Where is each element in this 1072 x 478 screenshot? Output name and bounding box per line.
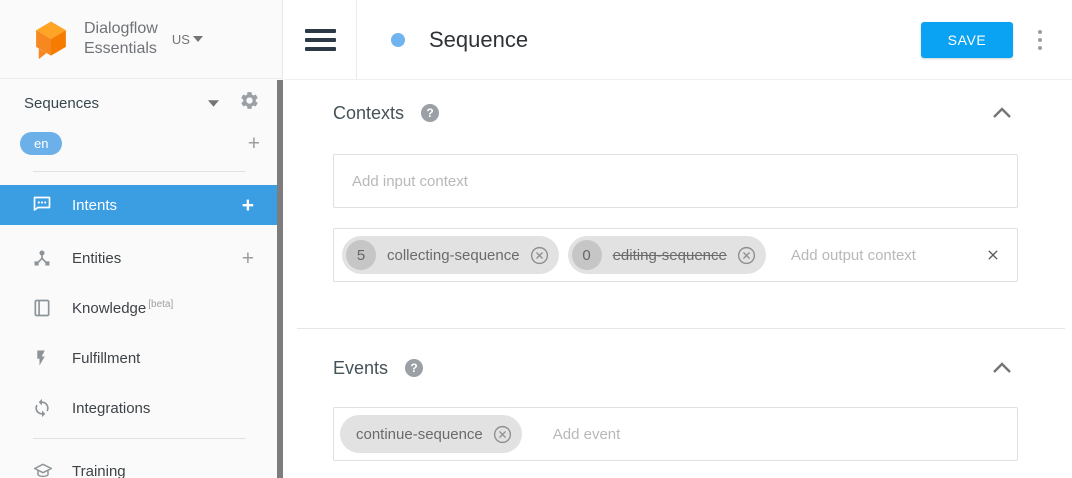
output-context-chip[interactable]: 5 collecting-sequence [342,236,559,274]
event-chip[interactable]: continue-sequence [340,415,522,453]
sidebar-item-integrations[interactable]: Integrations [0,388,282,428]
collapse-chevron-up-icon[interactable] [992,362,1012,374]
sidebar-item-label: Knowledge[beta] [72,299,174,317]
sidebar-item-label: Integrations [72,399,151,417]
language-row: en + [0,125,282,161]
brand-name: Dialogflow Essentials [84,20,158,57]
help-icon[interactable]: ? [405,359,424,377]
beta-badge: [beta] [148,299,174,310]
sidebar-item-training[interactable]: Training [0,451,282,478]
sidebar-item-fulfillment[interactable]: Fulfillment [0,338,282,378]
add-output-context-input[interactable] [790,246,977,264]
save-button[interactable]: SAVE [921,21,1013,58]
output-context-chip[interactable]: 0 editing-sequence [567,236,766,274]
title-wrap: Sequence [391,27,921,53]
intent-header: Sequence SAVE [284,0,1072,80]
agent-dropdown-caret-icon[interactable] [208,94,219,112]
sidebar-item-label: Intents [72,196,118,214]
sidebar-divider [33,438,246,439]
sidebar-nav: Intents + Entities + Knowledge[beta] [0,185,282,478]
add-entity-button[interactable]: + [241,246,254,270]
dialogflow-logo-icon [36,21,66,60]
remove-context-icon[interactable] [736,245,757,266]
agent-row: Sequences [0,81,282,125]
contexts-title: Contexts [333,102,405,123]
lightning-bolt-icon [32,347,54,369]
intent-editor-content: Contexts ? 5 collecting-sequence [284,100,1072,461]
context-lifespan-badge[interactable]: 5 [346,240,376,270]
region-selector[interactable]: US [172,32,203,47]
add-intent-button[interactable]: + [241,193,254,217]
kebab-menu-icon[interactable] [1038,28,1042,52]
remove-event-icon[interactable] [492,424,513,445]
section-divider [297,328,1065,329]
help-icon[interactable]: ? [421,104,440,122]
intent-status-dot [391,32,405,47]
add-input-context-input[interactable] [352,172,1001,190]
sidebar: Dialogflow Essentials US Sequences en + [0,0,283,478]
clear-contexts-icon[interactable] [985,247,1001,263]
agent-name-dropdown[interactable]: Sequences [24,94,100,112]
sidebar-item-label: Entities [72,249,122,267]
sidebar-divider [33,171,246,172]
main-panel: Sequence SAVE Contexts ? 5 colle [284,0,1072,478]
hamburger-menu-icon[interactable] [304,28,336,51]
output-context-field: 5 collecting-sequence 0 editing-sequence [333,228,1018,282]
brand-header: Dialogflow Essentials US [0,0,282,79]
chat-bubble-icon [32,194,54,216]
events-section-header: Events ? [333,355,1018,381]
language-chip-en[interactable]: en [20,131,63,155]
add-event-input[interactable] [552,425,1001,443]
collapse-chevron-up-icon[interactable] [992,107,1012,119]
page-title: Sequence [429,26,529,52]
hamburger-zone [284,0,357,79]
sync-icon [32,397,54,419]
book-icon [32,297,54,319]
add-language-button[interactable]: + [247,131,260,155]
event-chip-label: continue-sequence [356,425,483,443]
context-lifespan-badge[interactable]: 0 [571,240,602,270]
sidebar-item-label: Training [72,462,126,478]
events-field: continue-sequence [333,407,1018,461]
input-context-field [333,154,1018,208]
remove-context-icon[interactable] [529,245,550,266]
graduation-cap-icon [32,460,54,478]
sidebar-scrollbar[interactable] [277,80,283,478]
context-chip-label: editing-sequence [612,246,727,264]
sidebar-item-knowledge[interactable]: Knowledge[beta] [0,288,282,328]
contexts-section-header: Contexts ? [333,100,1018,126]
gear-icon[interactable] [239,90,260,116]
hierarchy-icon [32,247,54,269]
chevron-down-icon [192,36,203,42]
sidebar-item-intents[interactable]: Intents + [0,185,282,225]
sidebar-item-entities[interactable]: Entities + [0,238,282,278]
events-title: Events [333,357,389,378]
context-chip-label: collecting-sequence [387,246,520,264]
sidebar-item-label: Fulfillment [72,349,141,367]
